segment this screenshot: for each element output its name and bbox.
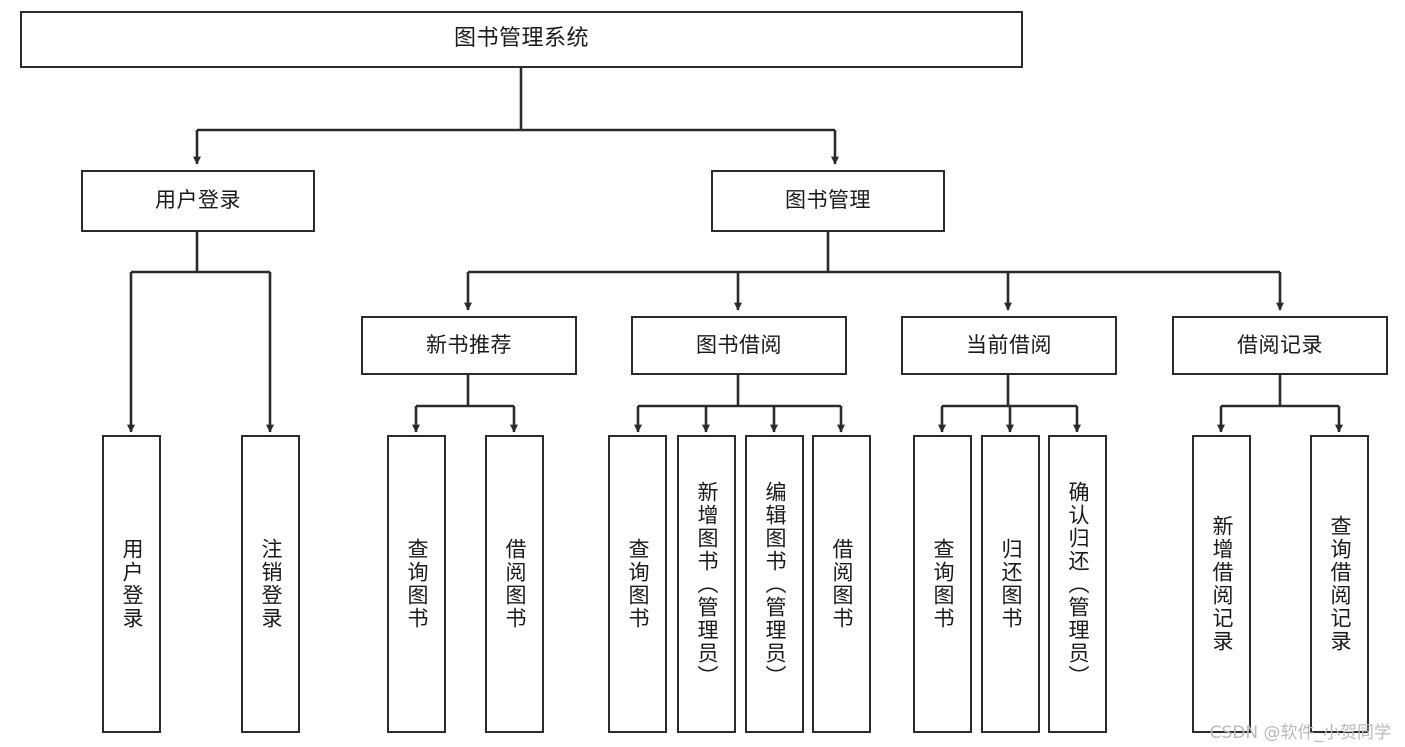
leaf-book-borrow-edit-book[interactable]: 编辑图书（管理员）: [745, 435, 804, 733]
node-label: 确认归还（管理员）: [1065, 480, 1090, 688]
node-label: 新增借阅记录: [1209, 515, 1234, 653]
node-label: 用户登录: [119, 538, 144, 630]
node-label: 用户登录: [155, 188, 241, 213]
node-label: 注销登录: [258, 538, 283, 630]
node-label: 查询借阅记录: [1327, 515, 1352, 653]
node-book-management[interactable]: 图书管理: [711, 170, 945, 232]
node-root-system[interactable]: 图书管理系统: [20, 11, 1023, 68]
node-label: 借阅记录: [1237, 332, 1323, 357]
node-label: 借阅图书: [502, 538, 527, 630]
node-new-book-recommend[interactable]: 新书推荐: [361, 316, 577, 375]
node-label: 当前借阅: [966, 332, 1052, 357]
leaf-borrow-record-query-record[interactable]: 查询借阅记录: [1310, 435, 1369, 733]
node-book-borrow[interactable]: 图书借阅: [631, 316, 847, 375]
leaf-borrow-record-add-record[interactable]: 新增借阅记录: [1192, 435, 1251, 733]
leaf-new-book-borrow-book[interactable]: 借阅图书: [485, 435, 544, 733]
node-label: 图书借阅: [696, 332, 782, 357]
leaf-book-borrow-borrow-book[interactable]: 借阅图书: [812, 435, 871, 733]
node-label: 借阅图书: [829, 538, 854, 630]
node-label: 图书管理: [785, 188, 871, 213]
csdn-watermark: CSDN @软件_小贺同学: [1209, 723, 1391, 743]
leaf-current-borrow-confirm-return[interactable]: 确认归还（管理员）: [1048, 435, 1107, 733]
node-label: 新增图书（管理员）: [694, 480, 719, 688]
node-label: 查询图书: [930, 538, 955, 630]
node-label: 新书推荐: [426, 332, 512, 357]
node-label: 编辑图书（管理员）: [762, 480, 787, 688]
node-label: 归还图书: [998, 538, 1023, 630]
leaf-user-login-login[interactable]: 用户登录: [102, 435, 161, 733]
node-label: 查询图书: [404, 538, 429, 630]
leaf-current-borrow-return-book[interactable]: 归还图书: [981, 435, 1040, 733]
leaf-book-borrow-add-book[interactable]: 新增图书（管理员）: [677, 435, 736, 733]
node-current-borrow[interactable]: 当前借阅: [901, 316, 1117, 375]
node-label: 查询图书: [625, 538, 650, 630]
leaf-new-book-query-book[interactable]: 查询图书: [387, 435, 446, 733]
node-label: 图书管理系统: [453, 26, 589, 52]
node-user-login[interactable]: 用户登录: [81, 170, 315, 232]
leaf-user-login-logout[interactable]: 注销登录: [241, 435, 300, 733]
leaf-book-borrow-query-book[interactable]: 查询图书: [608, 435, 667, 733]
leaf-current-borrow-query-book[interactable]: 查询图书: [913, 435, 972, 733]
node-borrow-record[interactable]: 借阅记录: [1172, 316, 1388, 375]
